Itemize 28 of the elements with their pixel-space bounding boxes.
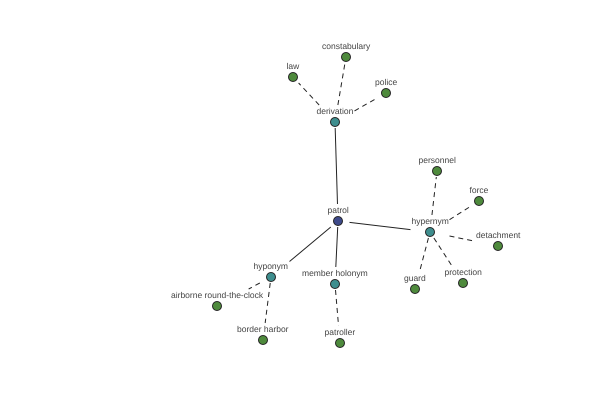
node-label: border harbor [237, 324, 289, 334]
connector-line [298, 82, 320, 106]
node-label: force [470, 185, 488, 195]
connector-line [337, 62, 346, 106]
connector-line [289, 226, 332, 262]
node-label: constabulary [322, 41, 370, 51]
connector-line [449, 206, 470, 220]
connector-line [431, 176, 437, 216]
node-label: guard [404, 273, 426, 283]
node-label: hypernym [412, 216, 449, 226]
node-label: airborne round-the-clock [171, 290, 264, 300]
connector-line [334, 128, 338, 204]
connector-line [354, 98, 376, 112]
node-label: member holonym [302, 268, 368, 278]
node-label: law [286, 61, 300, 71]
node-label: patroller [324, 327, 356, 337]
node-label: protection [444, 267, 482, 277]
node-label: patrol [328, 205, 349, 215]
connector-line [248, 282, 260, 290]
node-label: detachment [476, 230, 520, 240]
connector-line [433, 238, 452, 266]
node-label: personnel [418, 155, 456, 165]
node-label: police [375, 77, 398, 87]
connector-line [335, 226, 338, 268]
node-label: derivation [316, 106, 354, 116]
connector-line [264, 282, 271, 324]
node-label: hyponym [254, 261, 288, 271]
connector-line [349, 222, 411, 230]
